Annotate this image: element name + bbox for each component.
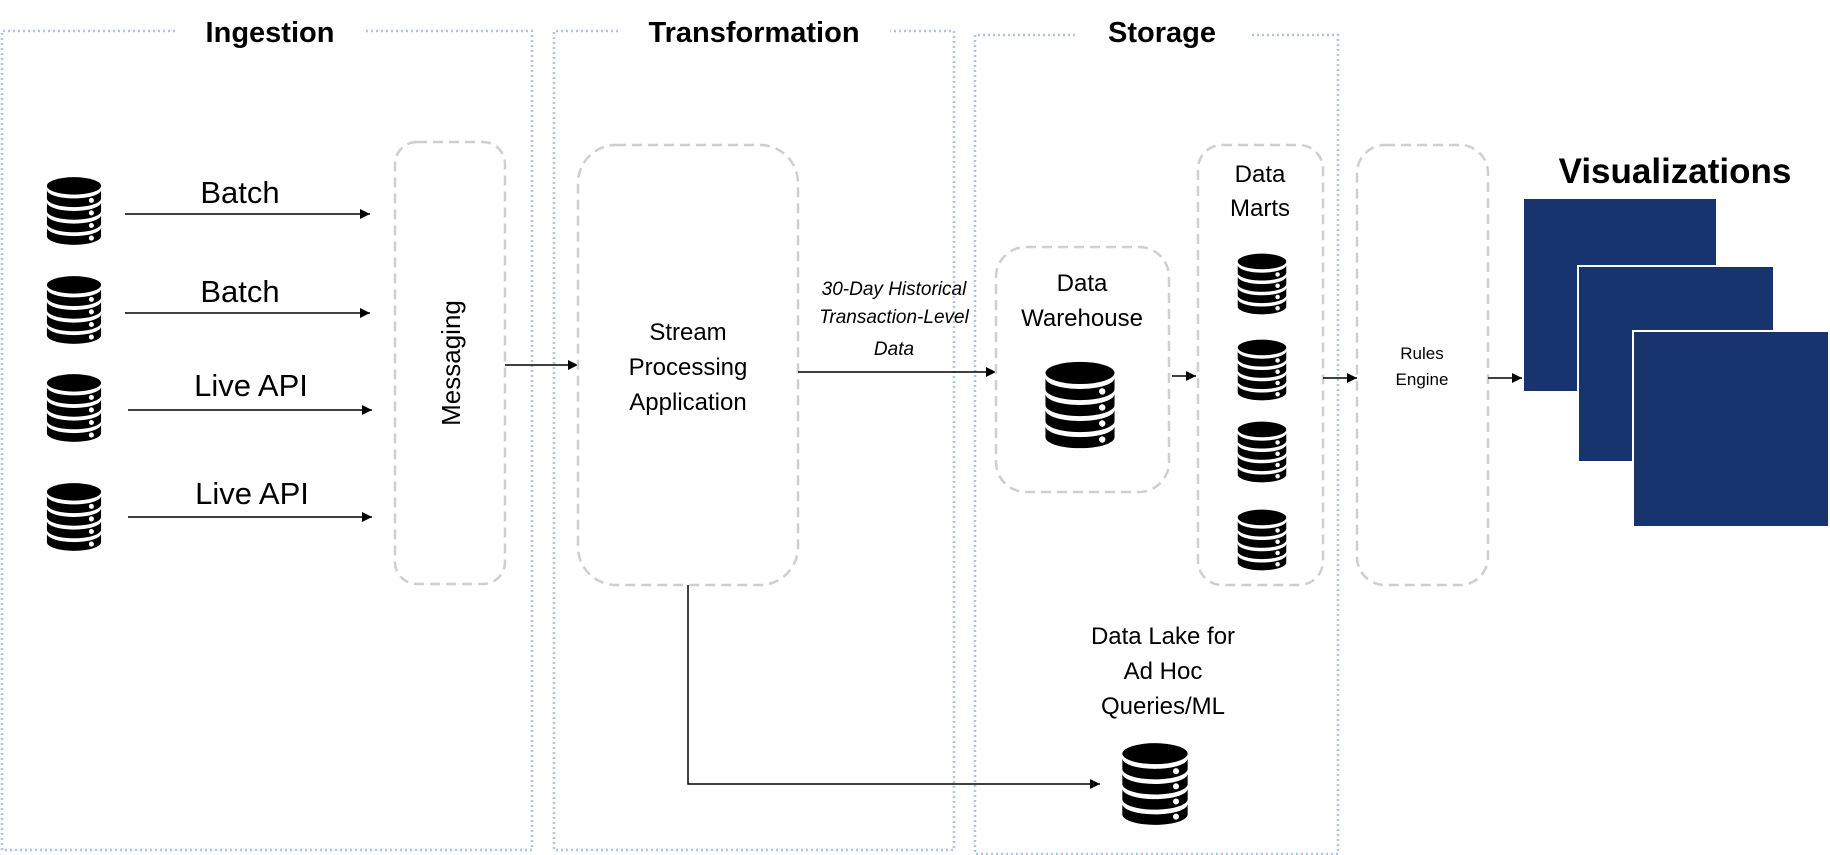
data-marts-line-1: Data xyxy=(1235,161,1286,188)
source-label: Live API xyxy=(195,476,309,511)
database-icon xyxy=(46,483,102,551)
stream-processing-line-2: Processing xyxy=(629,354,748,381)
historical-data-edge: 30-Day Historical Transaction-Level Data xyxy=(798,279,996,377)
data-warehouse-line-2: Warehouse xyxy=(1021,305,1143,332)
data-marts-frame xyxy=(1196,143,1325,587)
visualizations-group: Visualizations xyxy=(1522,152,1830,528)
data-lake-line-3: Queries/ML xyxy=(1101,693,1225,720)
data-warehouse-line-1: Data xyxy=(1057,270,1108,297)
ingestion-section: Ingestion xyxy=(0,17,534,852)
source-1: Batch xyxy=(46,175,370,245)
data-marts-line-2: Marts xyxy=(1230,195,1290,222)
database-icon xyxy=(1122,743,1188,825)
source-3: Live API xyxy=(46,368,372,442)
stream-processing-box: Stream Processing Application xyxy=(576,143,800,587)
data-warehouse-frame xyxy=(994,245,1171,494)
visualization-panel-3 xyxy=(1632,330,1830,528)
rules-engine-line-2: Engine xyxy=(1396,370,1449,389)
messaging-frame xyxy=(393,140,507,586)
ingestion-title: Ingestion xyxy=(206,17,335,49)
storage-frame xyxy=(973,33,1340,855)
visualizations-title: Visualizations xyxy=(1559,152,1792,191)
database-icon xyxy=(1237,421,1287,483)
source-4: Live API xyxy=(46,476,372,551)
database-icon xyxy=(46,177,102,245)
rules-engine-box: Rules Engine xyxy=(1355,143,1490,587)
stream-to-lake-arrow xyxy=(687,585,1100,789)
data-warehouse-box: Data Warehouse xyxy=(994,245,1171,494)
historical-edge-line-2: Transaction-Level xyxy=(819,307,969,328)
database-icon xyxy=(1045,361,1115,449)
transformation-section: Transformation xyxy=(552,17,956,852)
data-lake: Data Lake for Ad Hoc Queries/ML xyxy=(1091,623,1235,825)
transformation-title: Transformation xyxy=(648,17,859,49)
database-icon xyxy=(46,276,102,344)
source-2: Batch xyxy=(46,274,370,344)
data-lake-line-2: Ad Hoc xyxy=(1124,658,1203,685)
database-icon xyxy=(1237,509,1287,571)
stream-processing-line-3: Application xyxy=(629,389,746,416)
source-label: Batch xyxy=(200,175,279,210)
storage-title: Storage xyxy=(1108,17,1216,49)
source-label: Live API xyxy=(194,368,308,403)
stream-processing-frame xyxy=(576,143,800,587)
rules-engine-frame xyxy=(1355,143,1490,587)
stream-processing-line-1: Stream xyxy=(649,319,726,346)
source-label: Batch xyxy=(200,274,279,309)
database-icon xyxy=(1237,253,1287,315)
historical-edge-line-1: 30-Day Historical xyxy=(822,279,967,300)
data-marts-box: Data Marts xyxy=(1196,143,1325,587)
messaging-box: Messaging xyxy=(393,140,507,586)
ingestion-frame xyxy=(0,29,534,852)
messaging-label: Messaging xyxy=(436,300,466,426)
database-icon xyxy=(1237,339,1287,401)
rules-engine-line-1: Rules xyxy=(1400,344,1443,363)
data-lake-line-1: Data Lake for xyxy=(1091,623,1235,650)
historical-edge-line-3: Data xyxy=(874,339,914,360)
database-icon xyxy=(46,374,102,442)
storage-section: Storage xyxy=(973,17,1340,855)
transformation-frame xyxy=(552,29,956,852)
